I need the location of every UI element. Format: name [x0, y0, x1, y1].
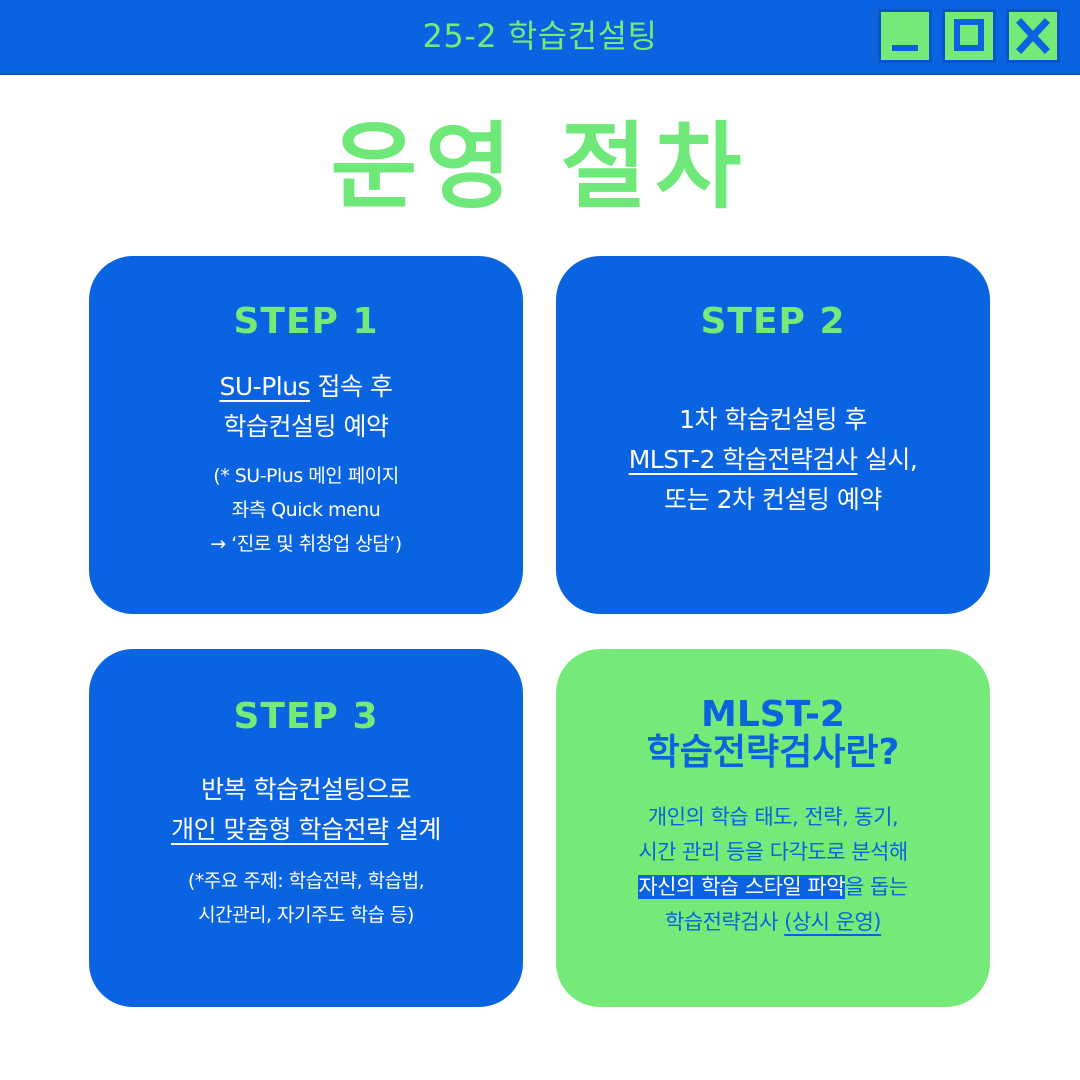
info-title: MLST-2 학습전략검사란?	[556, 696, 990, 772]
step-label: STEP 1	[233, 301, 379, 342]
step-3-card: STEP 3 반복 학습컨설팅으로 개인 맞춤형 학습전략 설계 (*주요 주제…	[89, 649, 523, 1007]
close-icon	[1016, 18, 1050, 54]
info-text: 학습전략검사	[665, 910, 785, 934]
step-text: 설계	[388, 815, 442, 844]
step-description: SU-Plus 접속 후 학습컨설팅 예약	[89, 367, 523, 447]
note-line: (*주요 주제: 학습전략, 학습법,	[187, 870, 425, 892]
mlst-info-card: MLST-2 학습전략검사란? 개인의 학습 태도, 전략, 동기, 시간 관리…	[556, 649, 990, 1007]
step-text: 1차 학습컨설팅 후	[679, 405, 867, 434]
step-text: 접속 후	[310, 372, 393, 401]
info-description: 개인의 학습 태도, 전략, 동기, 시간 관리 등을 다각도로 분석해 자신의…	[556, 800, 990, 940]
step-1-card: STEP 1 SU-Plus 접속 후 학습컨설팅 예약 (* SU-Plus …	[89, 256, 523, 614]
step-label: STEP 2	[700, 301, 846, 342]
mlst-2-link[interactable]: MLST-2 학습전략검사	[628, 445, 858, 474]
step-label: STEP 3	[233, 696, 379, 737]
note-line: (* SU-Plus 메인 페이지	[213, 465, 399, 487]
always-open-link[interactable]: (상시 운영)	[784, 910, 881, 934]
info-title-line: 학습전략검사란?	[646, 732, 900, 773]
step-text: 반복 학습컨설팅으로	[201, 775, 411, 804]
maximize-icon	[954, 19, 984, 51]
step-description: 반복 학습컨설팅으로 개인 맞춤형 학습전략 설계	[89, 770, 523, 850]
minimize-button[interactable]	[878, 9, 932, 63]
highlight-text: 자신의 학습 스타일 파악	[638, 875, 846, 899]
custom-strategy-link[interactable]: 개인 맞춤형 학습전략	[171, 815, 389, 844]
info-title-line: MLST-2	[701, 694, 845, 735]
info-line: 개인의 학습 태도, 전략, 동기,	[647, 805, 899, 829]
maximize-button[interactable]	[942, 9, 996, 63]
step-text: 학습컨설팅 예약	[223, 412, 389, 441]
step-2-card: STEP 2 1차 학습컨설팅 후 MLST-2 학습전략검사 실시, 또는 2…	[556, 256, 990, 614]
page-title: 운영 절차	[330, 113, 750, 222]
window-title: 25-2 학습컨설팅	[422, 17, 658, 55]
info-line: 시간 관리 등을 다각도로 분석해	[638, 840, 908, 864]
note-line: → ‘진로 및 취창업 상담’)	[210, 533, 402, 555]
info-text: 을 돕는	[845, 875, 908, 899]
step-note: (*주요 주제: 학습전략, 학습법, 시간관리, 자기주도 학습 등)	[89, 864, 523, 932]
step-description: 1차 학습컨설팅 후 MLST-2 학습전략검사 실시, 또는 2차 컨설팅 예…	[556, 400, 990, 520]
step-text: 또는 2차 컨설팅 예약	[664, 485, 882, 514]
title-bar: 25-2 학습컨설팅	[0, 0, 1080, 75]
note-line: 시간관리, 자기주도 학습 등)	[198, 904, 414, 926]
note-line: 좌측 Quick menu	[231, 499, 381, 521]
minimize-icon	[892, 45, 918, 51]
step-text: 실시,	[857, 445, 918, 474]
close-button[interactable]	[1006, 9, 1060, 63]
step-note: (* SU-Plus 메인 페이지 좌측 Quick menu → ‘진로 및 …	[89, 459, 523, 561]
su-plus-link[interactable]: SU-Plus	[219, 372, 311, 401]
